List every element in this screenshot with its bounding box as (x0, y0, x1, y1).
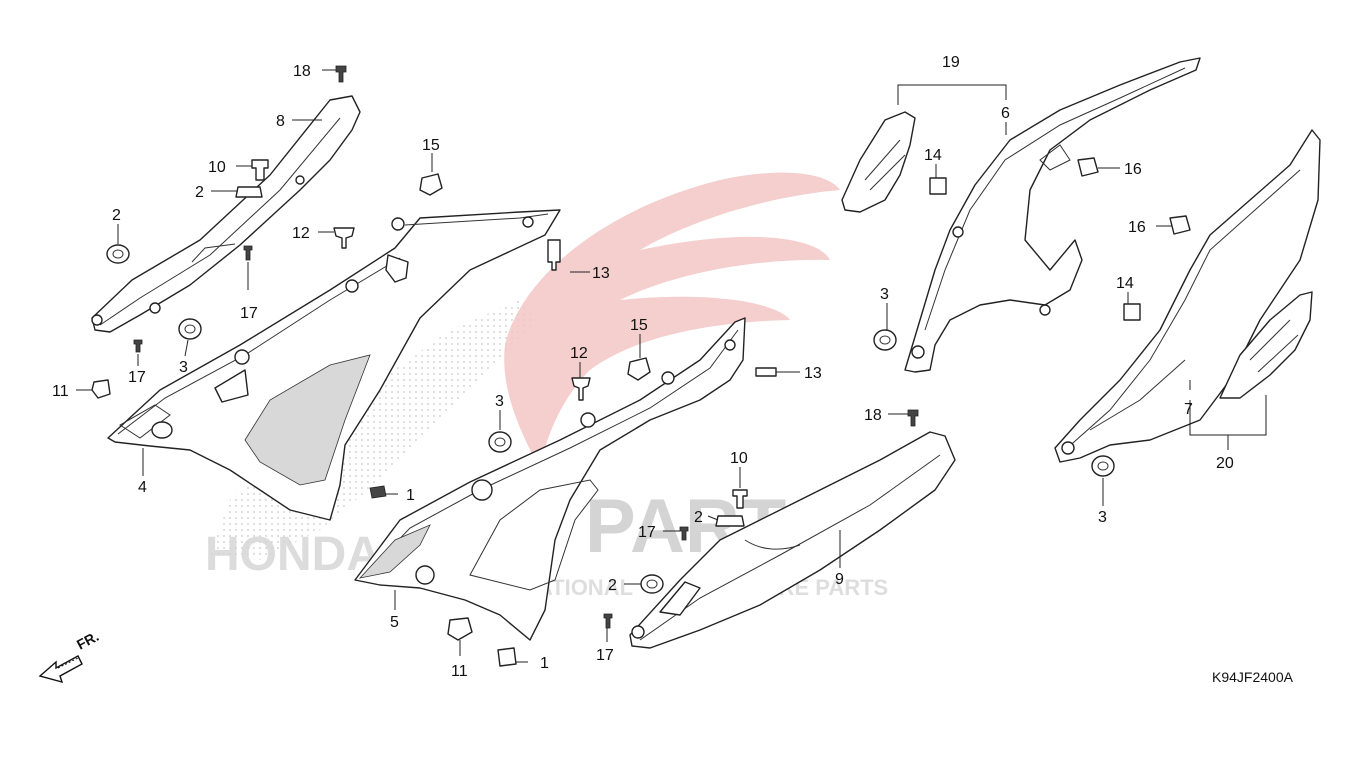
clip-16-a (1077, 157, 1099, 177)
watermark-honda: HONDA (205, 528, 381, 581)
callout-15: 15 (630, 317, 648, 334)
clip-14-a (929, 177, 947, 195)
front-direction-indicator: FR. (38, 628, 101, 684)
callout-3: 3 (179, 359, 188, 376)
callout-16: 16 (1124, 161, 1142, 178)
screw-17-c (679, 526, 689, 541)
screw-17-b (133, 339, 143, 353)
clip-12-a (333, 227, 355, 249)
callout-18: 18 (293, 63, 311, 80)
callout-1: 1 (540, 655, 549, 672)
grommet-2-a (235, 186, 263, 198)
grommet-3-c (873, 329, 897, 351)
part-19-emblem (841, 111, 916, 213)
part-4-left-lower-cover (107, 209, 561, 521)
front-arrow-icon (38, 655, 83, 684)
callout-10: 10 (208, 159, 226, 176)
callout-13: 13 (804, 365, 822, 382)
callout-1: 1 (406, 487, 415, 504)
callout-18: 18 (864, 407, 882, 424)
callout-15: 15 (422, 137, 440, 154)
callout-9: 9 (835, 571, 844, 588)
callout-3: 3 (880, 286, 889, 303)
nut-15-a (419, 173, 443, 196)
callout-17: 17 (596, 647, 614, 664)
callout-3: 3 (1098, 509, 1107, 526)
screw-17-a (243, 245, 253, 261)
callout-5: 5 (390, 614, 399, 631)
callout-8: 8 (276, 113, 285, 130)
bolt-11-b (447, 617, 473, 641)
grommet-3-a (178, 318, 202, 340)
screw-10-a (251, 159, 269, 181)
callout-17: 17 (638, 524, 656, 541)
screw-18-b (907, 409, 919, 427)
callout-3: 3 (495, 393, 504, 410)
clip-1-b (497, 647, 517, 667)
screw-18-a (335, 65, 347, 83)
front-label: FR. (74, 628, 101, 653)
callout-10: 10 (730, 450, 748, 467)
part-8-bracket (91, 95, 361, 333)
callout-7: 7 (1184, 401, 1193, 418)
diagram-code: K94JF2400A (1212, 669, 1294, 685)
hardware-center (447, 239, 919, 667)
part-20-emblem (1219, 291, 1313, 399)
callout-12: 12 (570, 345, 588, 362)
part-7-rear-cover (1054, 129, 1321, 463)
callout-16: 16 (1128, 219, 1146, 236)
screw-13-a (547, 239, 561, 271)
grommet-3-b (488, 431, 512, 453)
part-9-rail (629, 431, 956, 649)
nut-15-b (627, 357, 651, 381)
callout-17: 17 (240, 305, 258, 322)
callout-2: 2 (112, 207, 121, 224)
screw-13-b (755, 367, 777, 377)
callout-4: 4 (138, 479, 147, 496)
clip-12-b (571, 377, 591, 401)
callout-20: 20 (1216, 455, 1234, 472)
bolt-11-a (91, 379, 111, 399)
callout-17: 17 (128, 369, 146, 386)
callout-11: 11 (52, 383, 69, 400)
callout-labels: 18 8 10 2 2 15 12 17 3 17 11 4 1 13 15 1… (52, 54, 1234, 680)
hardware-right (873, 157, 1191, 477)
leader-lines (76, 69, 1267, 663)
callout-11: 11 (451, 663, 468, 680)
clip-1-a (369, 485, 387, 499)
clip-16-b (1169, 215, 1191, 235)
callout-14: 14 (1116, 275, 1134, 292)
callout-2: 2 (608, 577, 617, 594)
callout-19: 19 (942, 54, 960, 71)
callout-12: 12 (292, 225, 310, 242)
callout-6: 6 (1001, 105, 1010, 122)
hardware-left (91, 65, 443, 499)
clip-16-lower-bracket (385, 254, 409, 283)
callout-13: 13 (592, 265, 610, 282)
screw-10-b (732, 489, 748, 509)
screw-17-d (603, 613, 613, 629)
clip-14-b (1123, 303, 1141, 321)
watermark-red-wing (504, 172, 840, 470)
grommet-2-d (640, 574, 664, 594)
callout-2: 2 (694, 509, 703, 526)
callout-2: 2 (195, 184, 204, 201)
callout-14: 14 (924, 147, 942, 164)
grommet-2-c (715, 515, 745, 527)
grommet-3-d (1091, 455, 1115, 477)
part-6-upper-cover (904, 57, 1201, 373)
part-5-side-cover (354, 317, 746, 641)
grommet-2-b (106, 244, 130, 264)
